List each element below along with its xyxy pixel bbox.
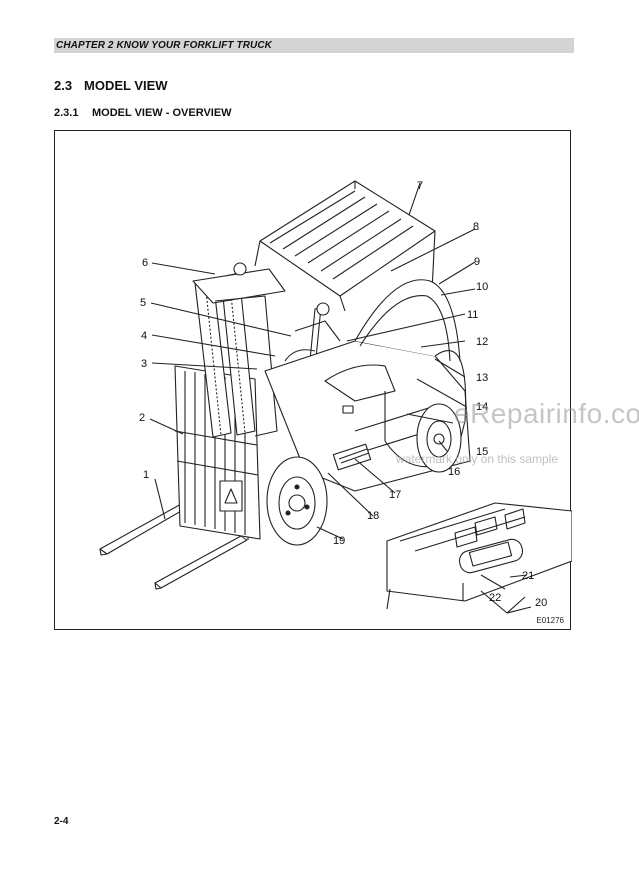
page-number: 2-4 (54, 816, 69, 827)
forklift-drawing (99, 180, 572, 614)
callout-labels: 1 2 3 4 5 6 7 8 9 10 11 12 13 14 15 16 1… (139, 180, 547, 609)
watermark-logo: eRepairinfo.com (454, 398, 639, 429)
callout-9: 9 (474, 256, 480, 268)
callout-2: 2 (139, 412, 145, 424)
callout-21: 21 (522, 570, 534, 582)
subsection-heading: 2.3.1 MODEL VIEW - OVERVIEW (54, 107, 232, 119)
callout-18: 18 (367, 510, 379, 522)
forklift-figure: 1 2 3 4 5 6 7 8 9 10 11 12 13 14 15 16 1… (54, 130, 572, 630)
callout-20: 20 (535, 597, 547, 609)
callout-8: 8 (473, 221, 479, 233)
callout-14: 14 (476, 401, 488, 413)
callout-4: 4 (141, 330, 147, 342)
callout-22: 22 (489, 592, 501, 604)
callout-6: 6 (142, 257, 148, 269)
callout-19: 19 (333, 535, 345, 547)
section-heading: 2.3 MODEL VIEW (54, 78, 168, 93)
section-number: 2.3 (54, 78, 73, 93)
callout-16: 16 (448, 466, 460, 478)
forklift-illustration: 1 2 3 4 5 6 7 8 9 10 11 12 13 14 15 16 1… (99, 180, 572, 614)
section-title: MODEL VIEW (84, 78, 168, 93)
subsection-number: 2.3.1 (54, 107, 79, 119)
callout-15: 15 (476, 446, 488, 458)
callout-7: 7 (417, 180, 423, 192)
watermark-note: watermark only on this sample (396, 452, 559, 466)
callout-10: 10 (476, 281, 488, 293)
callout-12: 12 (476, 336, 488, 348)
callout-3: 3 (141, 358, 147, 370)
callout-11: 11 (467, 309, 478, 321)
chapter-header: CHAPTER 2 KNOW YOUR FORKLIFT TRUCK (54, 38, 574, 53)
subsection-title: MODEL VIEW - OVERVIEW (92, 107, 232, 119)
callout-5: 5 (140, 297, 146, 309)
callout-17: 17 (389, 489, 401, 501)
callout-1: 1 (143, 469, 149, 481)
figure-id: E01276 (536, 616, 564, 625)
callout-13: 13 (476, 372, 488, 384)
